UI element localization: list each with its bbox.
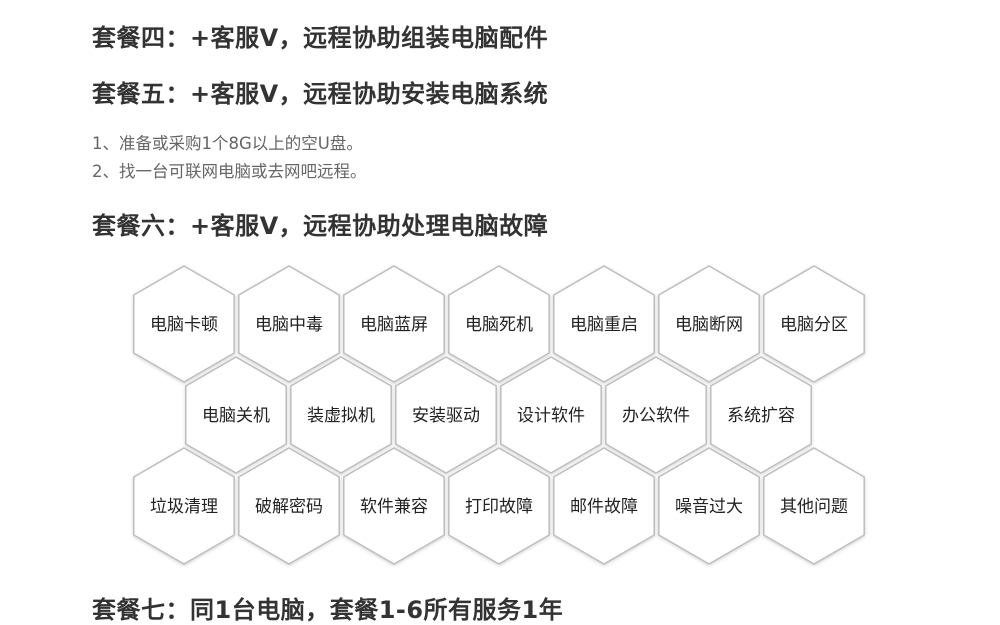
hexagon-shape [763, 265, 865, 383]
plan5-heading: 套餐五：+客服V，远程协助安装电脑系统 [92, 80, 549, 108]
hexagon-shape [185, 356, 287, 474]
service-label: 其他问题 [780, 497, 848, 517]
service-hexagon: 破解密码 [238, 447, 340, 565]
plan7-heading: 套餐七：同1台电脑，套餐1-6所有服务1年 [92, 596, 564, 624]
service-label: 电脑蓝屏 [360, 315, 428, 335]
plan4-heading: 套餐四：+客服V，远程协助组装电脑配件 [92, 24, 549, 52]
service-hexagon: 电脑中毒 [238, 265, 340, 383]
service-hexagon: 系统扩容 [710, 356, 812, 474]
hexagon-shape [605, 356, 707, 474]
service-label: 电脑中毒 [255, 315, 323, 335]
hexagon-shape [343, 265, 445, 383]
preparation-notes: 1、准备或采购1个8G以上的空U盘。 2、找一台可联网电脑或去网吧远程。 [92, 130, 367, 186]
service-hexagon: 办公软件 [605, 356, 707, 474]
note-item: 1、准备或采购1个8G以上的空U盘。 [92, 134, 363, 153]
service-label: 电脑重启 [570, 315, 638, 335]
service-hexagon: 电脑死机 [448, 265, 550, 383]
hexagon-shape [500, 356, 602, 474]
hexagon-shape [133, 265, 235, 383]
hexagon-shape [133, 447, 235, 565]
hexagon-shape [448, 265, 550, 383]
service-label: 电脑关机 [202, 406, 270, 426]
plan6-heading: 套餐六：+客服V，远程协助处理电脑故障 [92, 212, 549, 240]
service-label: 电脑死机 [465, 315, 533, 335]
service-hexagon: 软件兼容 [343, 447, 445, 565]
hexagon-shape [658, 447, 760, 565]
service-label: 破解密码 [255, 497, 323, 517]
service-hexagon: 装虚拟机 [290, 356, 392, 474]
hexagon-shape [290, 356, 392, 474]
service-hexagon: 电脑关机 [185, 356, 287, 474]
service-label: 软件兼容 [360, 497, 428, 517]
hexagon-shape [238, 447, 340, 565]
hexagon-shape [710, 356, 812, 474]
service-label: 电脑卡顿 [150, 315, 218, 335]
service-label: 电脑断网 [675, 315, 743, 335]
service-label: 设计软件 [517, 406, 585, 426]
hexagon-shape [553, 265, 655, 383]
service-hexagon: 设计软件 [500, 356, 602, 474]
service-label: 电脑分区 [780, 315, 848, 335]
hexagon-shape [553, 447, 655, 565]
hexagon-shape [448, 447, 550, 565]
service-hexagon: 电脑卡顿 [133, 265, 235, 383]
service-label: 邮件故障 [570, 497, 638, 517]
service-hexagon: 电脑分区 [763, 265, 865, 383]
service-label: 垃圾清理 [150, 497, 218, 517]
service-hexagon: 垃圾清理 [133, 447, 235, 565]
hexagon-shape [238, 265, 340, 383]
service-hexagon: 电脑蓝屏 [343, 265, 445, 383]
hexagon-shape [763, 447, 865, 565]
hexagon-shape [395, 356, 497, 474]
service-hexagon: 噪音过大 [658, 447, 760, 565]
note-item: 2、找一台可联网电脑或去网吧远程。 [92, 162, 367, 181]
service-label: 系统扩容 [727, 406, 795, 426]
service-label: 装虚拟机 [307, 406, 375, 426]
service-hexagon: 打印故障 [448, 447, 550, 565]
service-hexagon: 邮件故障 [553, 447, 655, 565]
service-label: 安装驱动 [412, 406, 480, 426]
service-label: 打印故障 [465, 497, 533, 517]
service-label: 办公软件 [622, 406, 690, 426]
hexagon-shape [658, 265, 760, 383]
service-hexagon: 电脑重启 [553, 265, 655, 383]
hexagon-shape [343, 447, 445, 565]
service-label: 噪音过大 [675, 497, 743, 517]
service-hexagon: 其他问题 [763, 447, 865, 565]
service-hexagon: 安装驱动 [395, 356, 497, 474]
service-hexagon: 电脑断网 [658, 265, 760, 383]
